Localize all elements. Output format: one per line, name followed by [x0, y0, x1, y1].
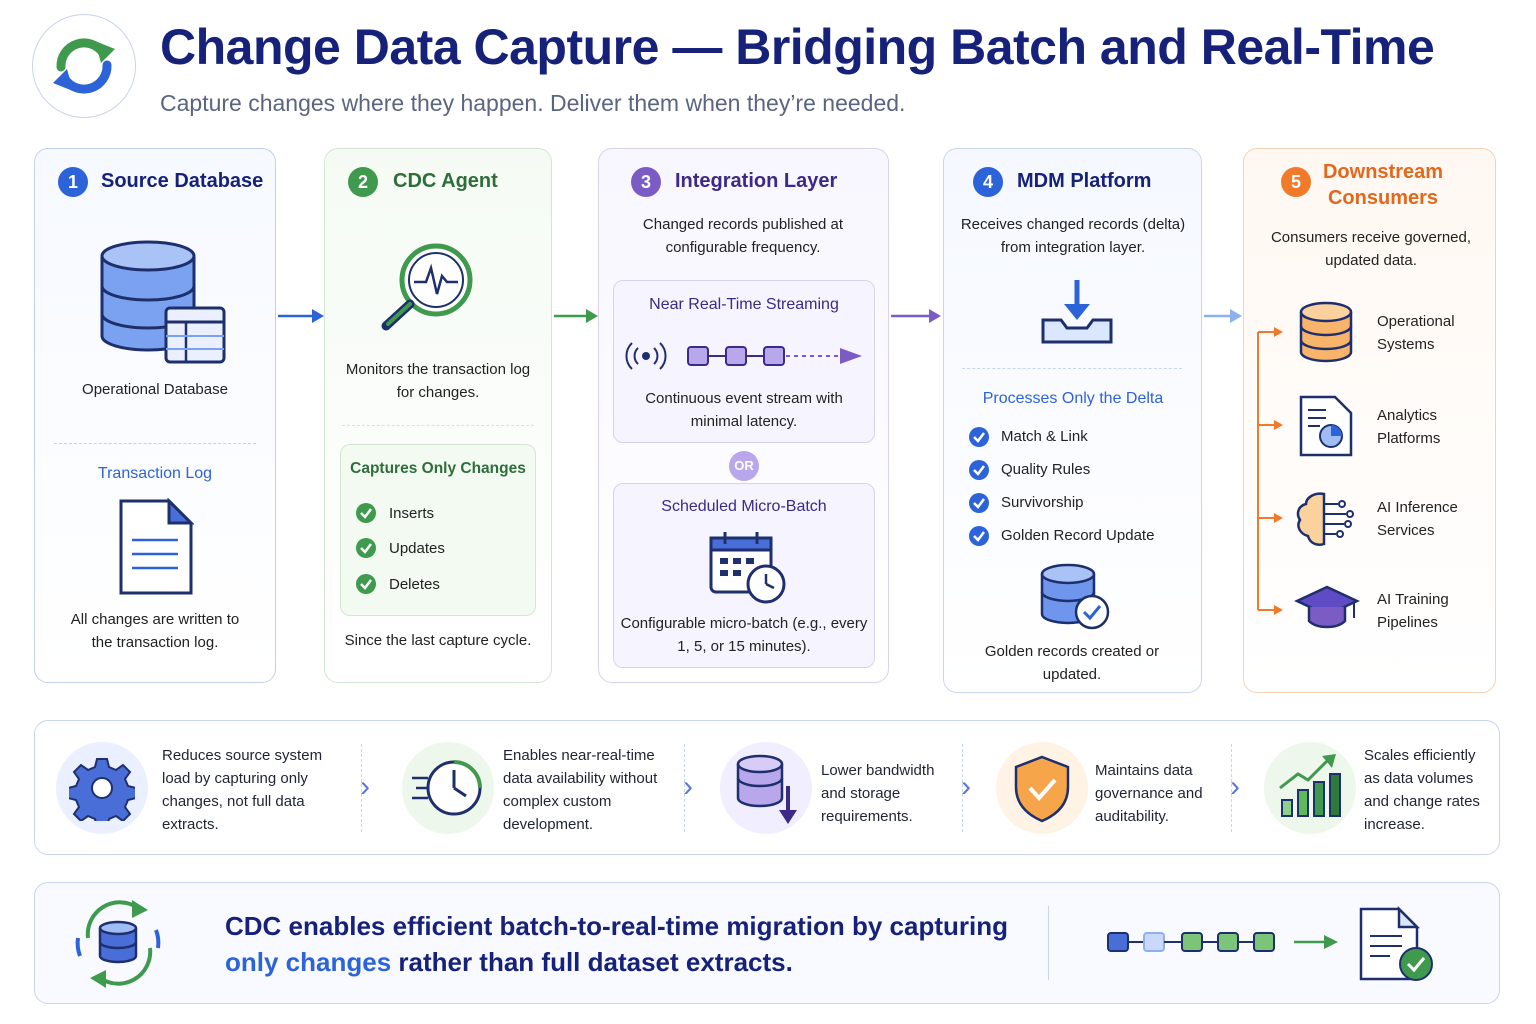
record-pipeline-icon	[1107, 932, 1338, 952]
divider	[1048, 906, 1049, 980]
step-number-4: 4	[973, 167, 1003, 197]
change-type-deletes: Deletes	[389, 576, 440, 593]
check-icon	[356, 574, 376, 594]
check-icon	[356, 538, 376, 558]
step-number-1: 1	[58, 167, 88, 197]
captures-changes-title: Captures Only Changes	[350, 460, 526, 477]
operational-systems-database-icon	[1299, 301, 1353, 363]
benefit-governance: Maintains data governance and auditabili…	[1095, 762, 1203, 825]
transaction-log-description: All changes are written to the transacti…	[70, 611, 240, 651]
process-match-link: Match & Link	[1001, 428, 1088, 445]
source-database-title: Source Database	[101, 170, 264, 192]
summary-line-1: CDC enables efficient batch-to-real-time…	[225, 911, 1008, 941]
download-tray-icon	[1041, 280, 1113, 344]
summary-statement: CDC enables efficient batch-to-real-time…	[225, 908, 1008, 980]
streaming-title: Near Real-Time Streaming	[649, 296, 839, 313]
process-quality-rules: Quality Rules	[1001, 461, 1091, 478]
integration-layer-description: Changed records published at configurabl…	[642, 216, 844, 256]
consumers-description: Consumers receive governed, updated data…	[1270, 229, 1472, 269]
sync-logo	[32, 14, 136, 118]
document-icon	[119, 498, 194, 595]
divider	[684, 744, 685, 832]
benefit-reduced-load: Reduces source system load by capturing …	[162, 747, 323, 833]
graduation-cap-icon	[1294, 585, 1360, 629]
flow-arrow-4	[1204, 309, 1242, 323]
integration-layer-title: Integration Layer	[675, 170, 838, 192]
mdm-platform-title: MDM Platform	[1017, 170, 1152, 192]
consumer-analytics-platforms: Analytics Platforms	[1377, 407, 1441, 447]
golden-records-note: Golden records created or updated.	[984, 643, 1160, 683]
consumer-ai-training-pipelines: AI Training Pipelines	[1377, 591, 1449, 631]
golden-record-database-icon	[1040, 563, 1110, 630]
divider	[54, 443, 256, 444]
delta-title: Processes Only the Delta	[982, 390, 1164, 407]
step-number-3: 3	[631, 167, 661, 197]
or-badge: OR	[729, 451, 759, 481]
cdc-agent-description: Monitors the transaction log for changes…	[345, 361, 531, 401]
magnifier-icon	[381, 243, 473, 331]
shield-check-icon	[1014, 755, 1070, 823]
flow-arrow-1	[278, 309, 324, 323]
flow-arrow-2	[554, 309, 598, 323]
micro-batch-title: Scheduled Micro-Batch	[661, 498, 827, 515]
chevron-right-icon: ›	[360, 770, 370, 803]
step-number-2: 2	[348, 167, 378, 197]
process-golden-record-update: Golden Record Update	[1001, 527, 1155, 544]
growth-chart-icon	[1279, 754, 1341, 817]
calendar-clock-icon	[709, 532, 786, 604]
downstream-consumers-card	[1243, 148, 1496, 693]
event-stream-icon	[625, 342, 862, 370]
storage-reduction-icon	[736, 754, 797, 824]
capture-cycle-note: Since the last capture cycle.	[344, 632, 532, 649]
benefit-lower-bandwidth: Lower bandwidth and storage requirements…	[821, 762, 935, 825]
divider	[361, 744, 362, 832]
summary-line-2: rather than full dataset extracts.	[391, 947, 793, 977]
page-subtitle: Capture changes where they happen. Deliv…	[160, 90, 906, 116]
gear-icon	[69, 758, 135, 821]
summary-highlight: only changes	[225, 947, 392, 977]
process-survivorship: Survivorship	[1001, 494, 1084, 511]
divider	[962, 368, 1182, 369]
benefit-near-real-time: Enables near-real-time data availability…	[503, 747, 658, 833]
operational-database-label: Operational Database	[82, 381, 228, 398]
step-number-5: 5	[1281, 167, 1311, 197]
transaction-log-title: Transaction Log	[97, 465, 213, 482]
check-icon	[969, 493, 989, 513]
divider	[342, 425, 534, 426]
downstream-consumers-title: Downstream Consumers	[1322, 161, 1444, 209]
fast-clock-icon	[412, 760, 482, 816]
document-check-icon	[1359, 906, 1433, 981]
check-icon	[969, 460, 989, 480]
refresh-icon	[53, 38, 115, 94]
chevron-right-icon: ›	[683, 770, 693, 803]
consumer-operational-systems: Operational Systems	[1377, 313, 1455, 353]
page-title: Change Data Capture — Bridging Batch and…	[160, 19, 1435, 75]
check-icon	[356, 503, 376, 523]
analytics-report-icon	[1299, 395, 1353, 457]
divider	[1231, 744, 1232, 832]
source-database-card	[34, 148, 276, 683]
check-icon	[969, 427, 989, 447]
ai-brain-icon	[1296, 492, 1354, 546]
benefit-scales-efficiently: Scales efficiently as data volumes and c…	[1364, 747, 1480, 833]
divider	[962, 744, 963, 832]
change-type-updates: Updates	[389, 540, 445, 557]
chevron-right-icon: ›	[1230, 770, 1240, 803]
chevron-right-icon: ›	[961, 770, 971, 803]
distribution-connector	[1257, 327, 1283, 615]
change-type-inserts: Inserts	[389, 505, 435, 522]
cdc-agent-title: CDC Agent	[393, 170, 498, 192]
flow-arrow-3	[891, 309, 941, 323]
micro-batch-description: Configurable micro-batch (e.g., every 1,…	[620, 615, 868, 655]
mdm-platform-description: Receives changed records (delta) from in…	[960, 216, 1186, 256]
cycle-database-icon	[75, 900, 161, 988]
check-icon	[969, 526, 989, 546]
database-icon	[100, 240, 226, 364]
streaming-description: Continuous event stream with minimal lat…	[645, 390, 843, 430]
consumer-ai-inference-services: AI Inference Services	[1377, 499, 1458, 539]
